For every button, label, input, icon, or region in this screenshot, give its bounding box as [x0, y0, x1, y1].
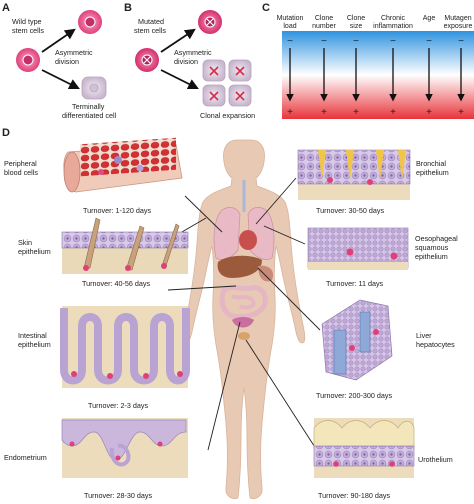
mutated-label-1: Mutated [138, 17, 164, 26]
asym-b-label-1: Asymmetric [174, 48, 212, 57]
panel-d-label: D [2, 127, 10, 139]
svg-text:−: − [390, 36, 396, 47]
svg-text:+: + [458, 107, 464, 118]
col-mutation-load-1: Mutation [277, 15, 304, 22]
panel-c-headers: Mutation load Clone number Clone size Ch… [277, 15, 473, 30]
clonal-expansion-cells [202, 59, 252, 107]
uterus [232, 317, 254, 328]
oesophageal-label-2: squamous [415, 243, 449, 252]
blood-turnover: Turnover: 1-120 days [83, 206, 151, 215]
bronchial-turnover: Turnover: 30-50 days [316, 206, 384, 215]
wild-type-label-2: stem cells [12, 26, 44, 35]
svg-text:−: − [353, 36, 359, 47]
wild-type-label-1: Wild type [12, 17, 42, 26]
arrow-b-down [160, 69, 199, 89]
arrow-b-up [160, 28, 196, 53]
urothelium-label: Urothelium [418, 455, 453, 464]
tile-blood [63, 137, 183, 193]
skin-label-2: epithelium [18, 247, 51, 256]
mutated-label-2: stem cells [134, 26, 166, 35]
oesophageal-label-3: epithelium [415, 252, 448, 261]
terminal-label-1: Terminally [72, 102, 105, 111]
panel-b: B Mutated stem cells Asymmetric division… [124, 2, 255, 120]
svg-text:+: + [426, 107, 432, 118]
oesophageal-turnover: Turnover: 11 days [326, 279, 384, 288]
tile-urothelium [313, 418, 415, 478]
skin-label-1: Skin [18, 238, 32, 247]
panel-c-arrows: − + − + − + − + − + [286, 36, 465, 118]
col-clone-number-1: Clone [315, 15, 333, 22]
col-mutagen-1: Mutagen [444, 15, 471, 22]
endometrium-label: Endometrium [4, 453, 47, 462]
organs [213, 180, 275, 340]
tile-intestine [60, 306, 190, 388]
tile-skin [61, 217, 189, 274]
oesophageal-label-1: Oesophageal [415, 234, 458, 243]
labels-right: Bronchial epithelium Turnover: 30-50 day… [316, 159, 458, 500]
svg-text:+: + [353, 107, 359, 118]
bladder [238, 332, 250, 340]
panel-c-label: C [262, 2, 270, 14]
endometrium-turnover: Turnover: 28-30 days [84, 491, 152, 500]
liver-label-1: Liver [416, 331, 432, 340]
liver-turnover: Turnover: 200-300 days [316, 391, 392, 400]
col-clone-size-1: Clone [347, 15, 365, 22]
bronchial-label-2: epithelium [416, 168, 449, 177]
svg-text:+: + [321, 107, 327, 118]
urothelium-turnover: Turnover: 90-180 days [318, 491, 390, 500]
panel-a-label: A [2, 2, 10, 14]
svg-text:−: − [458, 36, 464, 47]
svg-text:−: − [426, 36, 432, 47]
blood-label-1: Peripheral [4, 159, 37, 168]
asym-b-label-2: division [174, 57, 198, 66]
bronchial-label-1: Bronchial [416, 159, 446, 168]
svg-text:−: − [321, 36, 327, 47]
col-age: Age [423, 15, 436, 22]
intestine-turnover: Turnover: 2-3 days [88, 401, 148, 410]
clonal-label: Clonal expansion [200, 111, 255, 120]
col-clone-size-2: size [350, 23, 363, 30]
gradient-bar [282, 31, 474, 119]
svg-text:−: − [287, 36, 293, 47]
tile-bronchial [297, 149, 411, 200]
skin-turnover: Turnover: 40-56 days [82, 279, 150, 288]
asym-a-label-1: Asymmetric [55, 48, 93, 57]
col-mutagen-2: exposure [444, 23, 473, 30]
intestine-label-1: Intestinal [18, 331, 47, 340]
liver-label-2: hepatocytes [416, 340, 455, 349]
svg-text:+: + [287, 107, 293, 118]
tile-oesophageal [307, 227, 409, 270]
panel-c: C Mutation load Clone number Clone size … [262, 2, 474, 119]
liver [217, 255, 262, 278]
intestine-label-2: epithelium [18, 340, 51, 349]
intestine [219, 284, 268, 320]
arrow-a-down [41, 69, 80, 89]
asym-a-label-2: division [55, 57, 79, 66]
stomach [258, 265, 274, 282]
terminal-label-2: differentiated cell [62, 111, 117, 120]
col-inflammation-2: inflammation [373, 23, 413, 30]
connector-lines [167, 177, 321, 453]
col-inflammation-1: Chronic [381, 15, 406, 22]
col-mutation-load-2: load [283, 23, 296, 30]
labels-left: Peripheral blood cells Turnover: 1-120 d… [4, 159, 152, 500]
arrow-a-up [41, 28, 76, 53]
heart [239, 230, 257, 250]
col-clone-number-2: number [312, 23, 336, 30]
blood-label-2: blood cells [4, 168, 38, 177]
tile-endometrium [61, 418, 188, 478]
panel-a: A Wild type stem cells Asymmetric divisi… [2, 2, 117, 120]
tile-liver [321, 299, 393, 381]
svg-text:+: + [390, 107, 396, 118]
panel-b-label: B [124, 2, 132, 14]
